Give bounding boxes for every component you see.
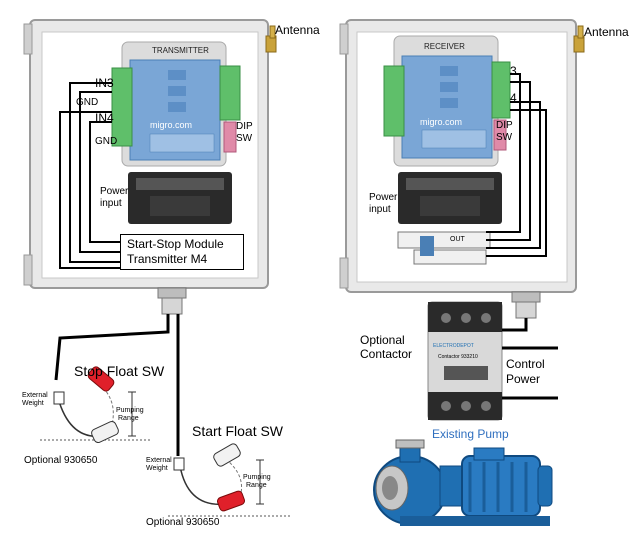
receiver-cable-gland bbox=[511, 291, 541, 319]
power-label: Power bbox=[506, 372, 541, 386]
receiver-module bbox=[383, 35, 511, 167]
terminal-label-4: 4 bbox=[510, 91, 517, 105]
receiver-sw-label: SW bbox=[496, 132, 513, 143]
stop-float-title: Stop Float SW bbox=[74, 363, 165, 379]
stop-pumping-label: Pumping bbox=[116, 407, 144, 414]
start-float-title: Start Float SW bbox=[192, 423, 284, 439]
transmitter-cable-gland bbox=[157, 287, 187, 315]
transmitter-module bbox=[111, 41, 241, 167]
existing-pump-label: Existing Pump bbox=[432, 427, 509, 441]
transmitter-antenna-label: Antenna bbox=[275, 23, 320, 37]
transmitter-website: migro.com bbox=[150, 120, 193, 130]
transmitter-antenna bbox=[265, 25, 277, 53]
contactor-brand: ELECTRODEPOT bbox=[433, 343, 474, 349]
contactor-optional-label: Optional bbox=[360, 333, 405, 347]
start-external-label: External bbox=[146, 457, 172, 464]
contactor-contactor-label: Contactor bbox=[360, 347, 413, 361]
contactor-wires bbox=[502, 318, 558, 400]
stop-weight-label: Weight bbox=[22, 400, 44, 407]
stop-range-label: Range bbox=[118, 415, 139, 422]
transmitter-power-supply bbox=[128, 172, 232, 224]
start-stop-line-2: Transmitter M4 bbox=[127, 252, 208, 266]
receiver-antenna bbox=[573, 25, 585, 53]
terminal-label-gnd-1: GND bbox=[76, 97, 99, 108]
stop-external-label: External bbox=[22, 392, 48, 399]
terminal-label-3: 3 bbox=[510, 64, 517, 78]
receiver-input-label: input bbox=[369, 204, 391, 215]
stop-optional-label: Optional 930650 bbox=[24, 455, 98, 466]
start-float-drawing bbox=[168, 443, 290, 517]
receiver-power-label: Power bbox=[369, 192, 398, 203]
receiver-relay-text: OUT bbox=[450, 236, 465, 243]
float-cables bbox=[54, 314, 180, 456]
start-stop-line-1: Start-Stop Module bbox=[127, 237, 224, 251]
transmitter-dip-label: DIP bbox=[236, 121, 253, 132]
receiver-relay-terminals bbox=[397, 231, 491, 265]
transmitter-module-title: TRANSMITTER bbox=[152, 46, 209, 55]
start-range-label: Range bbox=[246, 482, 267, 489]
stop-float-drawing bbox=[40, 366, 150, 444]
contactor-model: Contactor 933210 bbox=[438, 354, 478, 360]
start-weight-label: Weight bbox=[146, 465, 168, 472]
start-pumping-label: Pumping bbox=[243, 474, 271, 481]
receiver-dip-label: DIP bbox=[496, 120, 513, 131]
transmitter-wires bbox=[59, 82, 128, 269]
contactor-drawing bbox=[427, 301, 503, 421]
terminal-label-in3: IN3 bbox=[95, 76, 114, 90]
terminal-label-gnd-2: GND bbox=[95, 136, 118, 147]
terminal-label-in4: IN4 bbox=[95, 111, 114, 125]
receiver-module-title: RECEIVER bbox=[424, 42, 465, 51]
transmitter-sw-label: SW bbox=[236, 133, 253, 144]
receiver-antenna-label: Antenna bbox=[584, 25, 629, 39]
control-label: Control bbox=[506, 357, 545, 371]
transmitter-input-label: input bbox=[100, 198, 122, 209]
pump-drawing bbox=[373, 439, 553, 526]
receiver-power-supply bbox=[398, 172, 502, 224]
receiver-wires bbox=[486, 73, 547, 257]
start-optional-label: Optional 930650 bbox=[146, 517, 220, 528]
transmitter-power-label: Power bbox=[100, 186, 129, 197]
start-stop-module-box: Start-Stop Module Transmitter M4 bbox=[120, 234, 244, 270]
receiver-website: migro.com bbox=[420, 117, 463, 127]
